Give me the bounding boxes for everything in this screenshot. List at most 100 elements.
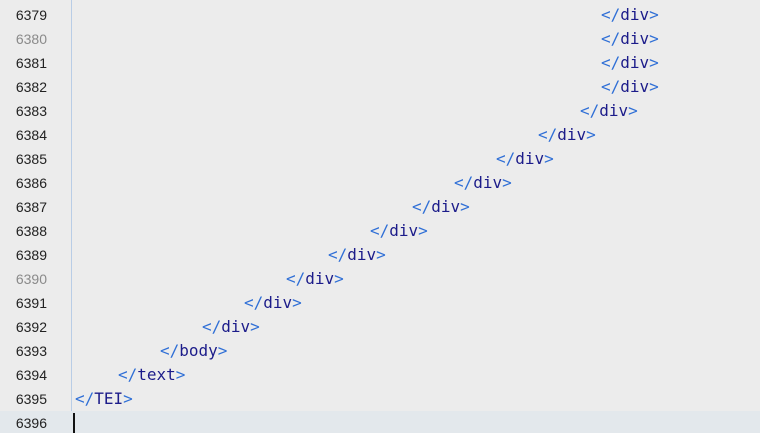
tag-close-bracket: >	[586, 125, 596, 144]
tag-open-bracket: </	[412, 197, 432, 216]
closing-tag: </div>	[328, 243, 386, 267]
tag-open-bracket: </	[118, 365, 138, 384]
code-line[interactable]: 6381 </div>	[0, 51, 760, 75]
closing-tag: </div>	[601, 51, 659, 75]
tag-name: div	[263, 293, 293, 312]
line-number: 6392	[15, 319, 47, 335]
line-number: 6380	[15, 31, 47, 47]
tag-name: div	[620, 77, 650, 96]
tag-name: TEI	[94, 389, 124, 408]
closing-tag: </body>	[160, 339, 227, 363]
tag-name: div	[389, 221, 419, 240]
line-number: 6387	[15, 199, 47, 215]
code-line[interactable]: 6385 </div>	[0, 147, 760, 171]
tag-close-bracket: >	[292, 293, 302, 312]
line-number: 6396	[15, 415, 47, 431]
tag-open-bracket: </	[75, 389, 95, 408]
line-number: 6394	[15, 367, 47, 383]
tag-name: div	[221, 317, 251, 336]
line-number: 6382	[15, 79, 47, 95]
code-line[interactable]: 6384 </div>	[0, 123, 760, 147]
tag-name: div	[515, 149, 545, 168]
closing-tag: </div>	[496, 147, 554, 171]
line-number: 6384	[15, 127, 47, 143]
code-line[interactable]: 6392 </div>	[0, 315, 760, 339]
tag-close-bracket: >	[628, 101, 638, 120]
tag-name: div	[620, 29, 650, 48]
code-line[interactable]: 6379 </div>	[0, 3, 760, 27]
code-line[interactable]: 6389 </div>	[0, 243, 760, 267]
tag-close-bracket: >	[649, 5, 659, 24]
tag-open-bracket: </	[580, 101, 600, 120]
line-number: 6393	[15, 343, 47, 359]
tag-name: div	[431, 197, 461, 216]
tag-name: body	[179, 341, 218, 360]
line-number: 6379	[15, 7, 47, 23]
tag-open-bracket: </	[244, 293, 264, 312]
tag-open-bracket: </	[454, 173, 474, 192]
code-line[interactable]: 6382 </div>	[0, 75, 760, 99]
tag-open-bracket: </	[601, 77, 621, 96]
line-number: 6390	[15, 271, 47, 287]
tag-close-bracket: >	[502, 173, 512, 192]
tag-close-bracket: >	[334, 269, 344, 288]
line-number-gutter	[0, 0, 72, 433]
tag-close-bracket: >	[649, 29, 659, 48]
closing-tag: </div>	[538, 123, 596, 147]
line-number: 6385	[15, 151, 47, 167]
tag-open-bracket: </	[538, 125, 558, 144]
code-line[interactable]: 6386 </div>	[0, 171, 760, 195]
code-line[interactable]: 6391 </div>	[0, 291, 760, 315]
tag-close-bracket: >	[376, 245, 386, 264]
line-number: 6391	[15, 295, 47, 311]
tag-open-bracket: </	[601, 53, 621, 72]
tag-name: text	[137, 365, 176, 384]
code-line[interactable]: 6396	[0, 411, 760, 433]
closing-tag: </div>	[454, 171, 512, 195]
tag-open-bracket: </	[328, 245, 348, 264]
tag-close-bracket: >	[649, 53, 659, 72]
code-line[interactable]: 6380 </div>	[0, 27, 760, 51]
closing-tag: </div>	[580, 99, 638, 123]
tag-close-bracket: >	[217, 341, 228, 360]
tag-open-bracket: </	[496, 149, 516, 168]
tag-open-bracket: </	[286, 269, 306, 288]
closing-tag: </div>	[370, 219, 428, 243]
text-cursor	[73, 413, 75, 433]
code-line[interactable]: 6393 </body>	[0, 339, 760, 363]
tag-close-bracket: >	[250, 317, 260, 336]
tag-name: div	[620, 5, 650, 24]
line-number: 6395	[15, 391, 47, 407]
tag-name: div	[305, 269, 335, 288]
closing-tag: </div>	[286, 267, 344, 291]
tag-open-bracket: </	[202, 317, 222, 336]
code-line[interactable]: 6388 </div>	[0, 219, 760, 243]
tag-open-bracket: </	[601, 29, 621, 48]
code-line[interactable]: 6390 </div>	[0, 267, 760, 291]
closing-tag: </div>	[601, 27, 659, 51]
line-number: 6383	[15, 103, 47, 119]
tag-open-bracket: </	[601, 5, 621, 24]
line-number: 6386	[15, 175, 47, 191]
closing-tag: </div>	[601, 75, 659, 99]
tag-close-bracket: >	[418, 221, 428, 240]
code-line[interactable]: 6383 </div>	[0, 99, 760, 123]
tag-open-bracket: </	[160, 341, 180, 360]
tag-name: div	[347, 245, 377, 264]
closing-tag: </TEI>	[75, 387, 133, 411]
tag-close-bracket: >	[460, 197, 470, 216]
line-number: 6389	[15, 247, 47, 263]
code-line[interactable]: 6395 </TEI>	[0, 387, 760, 411]
tag-open-bracket: </	[370, 221, 390, 240]
code-line[interactable]: 6394 </text>	[0, 363, 760, 387]
line-number: 6388	[15, 223, 47, 239]
closing-tag: </div>	[244, 291, 302, 315]
tag-close-bracket: >	[175, 365, 186, 384]
line-number: 6381	[15, 55, 47, 71]
closing-tag: </text>	[118, 363, 185, 387]
code-line[interactable]: 6387 </div>	[0, 195, 760, 219]
tag-close-bracket: >	[544, 149, 554, 168]
tag-name: div	[557, 125, 587, 144]
closing-tag: </div>	[412, 195, 470, 219]
